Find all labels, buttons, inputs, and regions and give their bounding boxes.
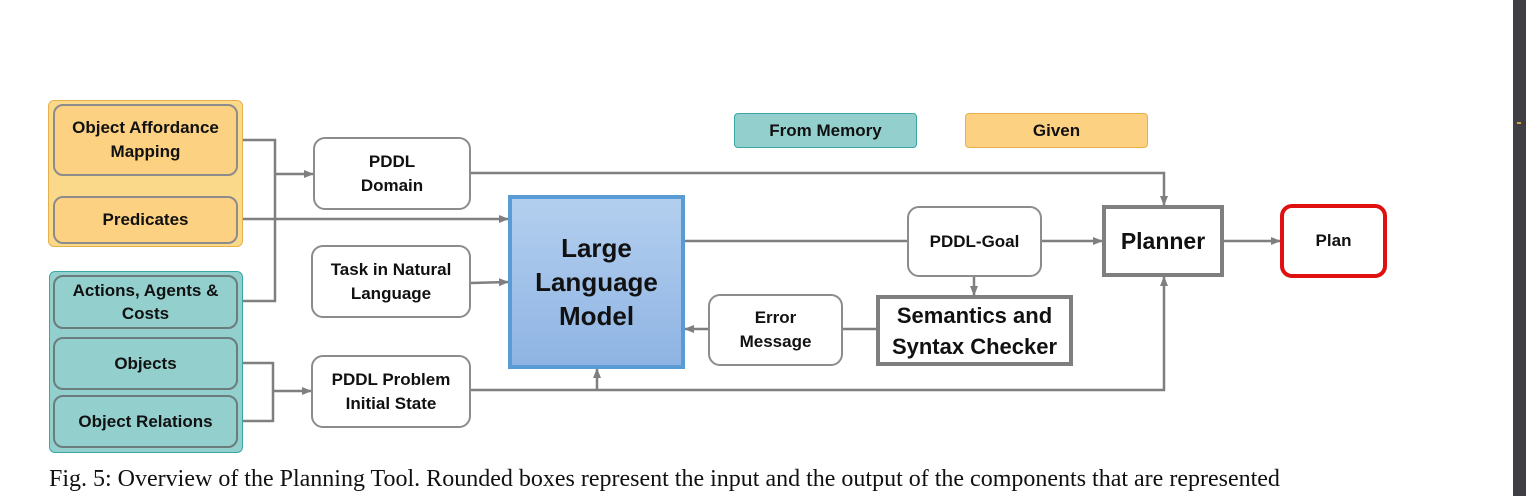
predicates-box: Predicates <box>53 196 238 244</box>
arrow-domain-to-planner <box>471 171 1168 206</box>
actions-agents-costs-box: Actions, Agents & Costs <box>53 275 238 329</box>
large-language-model-box: Large Language Model <box>508 195 685 369</box>
arrow-problem-to-planner <box>471 276 1168 392</box>
pddl-domain-box: PDDL Domain <box>313 137 471 210</box>
plan-box: Plan <box>1280 204 1387 278</box>
arrow-task-to-llm <box>470 278 509 287</box>
object-relations-label: Object Relations <box>78 412 213 431</box>
predicates-label: Predicates <box>102 210 189 229</box>
pddl-goal-label: PDDL-Goal <box>929 231 1020 251</box>
legend-from-memory-label: From Memory <box>769 120 882 140</box>
scroll-marker <box>1517 122 1521 124</box>
figure-caption: Fig. 5: Overview of the Planning Tool. R… <box>49 466 1280 492</box>
legend-from-memory: From Memory <box>734 113 917 148</box>
pddl-problem-box: PDDL Problem Initial State <box>311 355 471 428</box>
pddl-problem-label: PDDL Problem Initial State <box>331 369 451 413</box>
planner-box: Planner <box>1102 205 1224 277</box>
arrow-affordance-to-domain <box>238 138 277 303</box>
object-relations-box: Object Relations <box>53 395 238 448</box>
error-message-label: Error Message <box>739 308 812 351</box>
objects-box: Objects <box>53 337 238 390</box>
pddl-domain-label: PDDL Domain <box>360 151 424 195</box>
llm-label: Large Language Model <box>535 233 658 331</box>
plan-label: Plan <box>1315 231 1352 250</box>
object-affordance-label: Object Affordance Mapping <box>72 118 219 161</box>
object-affordance-mapping-box: Object Affordance Mapping <box>53 104 238 176</box>
legend-given: Given <box>965 113 1148 148</box>
checker-label: Semantics and Syntax Checker <box>891 302 1058 359</box>
error-message-box: Error Message <box>708 294 843 366</box>
window-scrollbar[interactable] <box>1513 0 1526 496</box>
pddl-goal-box: PDDL-Goal <box>907 206 1042 277</box>
semantics-syntax-checker-box: Semantics and Syntax Checker <box>876 295 1073 366</box>
arrow-objects-bracket <box>238 361 275 423</box>
actions-label: Actions, Agents & Costs <box>72 281 219 323</box>
objects-label: Objects <box>114 354 177 373</box>
planner-label: Planner <box>1120 227 1206 254</box>
legend-given-label: Given <box>1032 120 1081 140</box>
task-natural-language-box: Task in Natural Language <box>311 245 471 318</box>
task-nl-label: Task in Natural Language <box>330 259 452 303</box>
